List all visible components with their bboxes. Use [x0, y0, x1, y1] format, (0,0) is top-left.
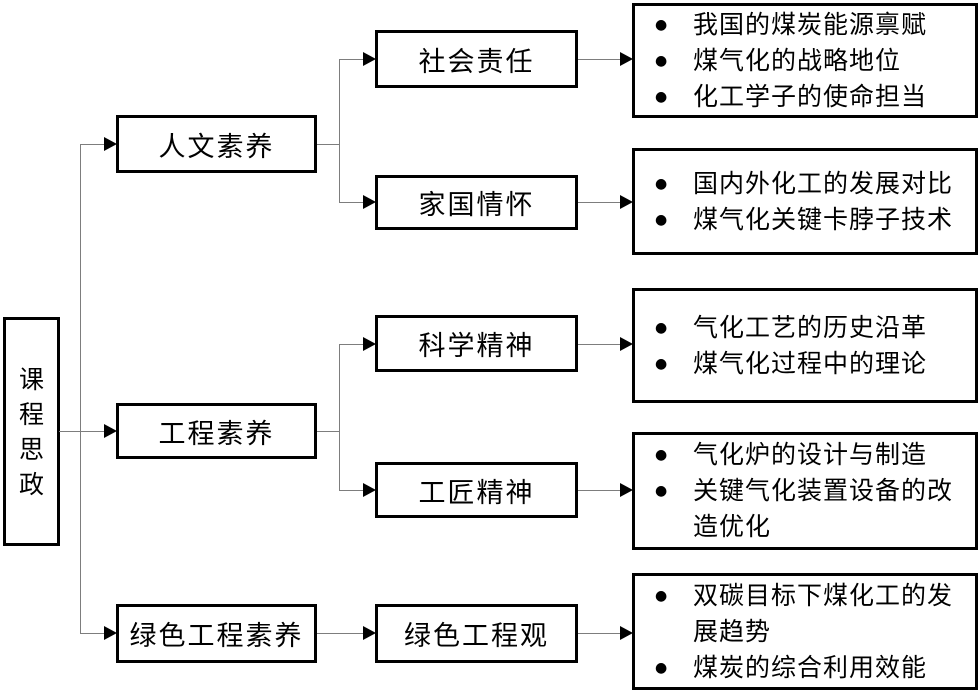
- list-item: ● 关键气化装置设备的改造优化: [655, 473, 967, 545]
- node-label: 家国情怀: [418, 190, 535, 221]
- bullet-text: 煤气化关键卡脖子技术: [693, 204, 954, 234]
- node-green-engineering-literacy: 绿色工程素养: [116, 604, 317, 663]
- connector-engineering-out: [317, 431, 340, 432]
- connector-green-literacy-to-view: [317, 633, 363, 634]
- bullet-icon: ●: [655, 211, 668, 228]
- bullet-icon: ●: [655, 88, 668, 105]
- connector-craftsman-to-detail: [578, 490, 620, 491]
- bullet-text: 关键气化装置设备的改造优化: [693, 476, 954, 541]
- node-scientific-spirit: 科学精神: [375, 315, 578, 372]
- node-family-country-sentiment: 家国情怀: [375, 175, 578, 230]
- list-item: ● 化工学子的使命担当: [655, 79, 967, 115]
- connector-to-scientific-spirit: [339, 344, 363, 345]
- bullet-icon: ●: [655, 16, 668, 33]
- connector-humanistic-out: [317, 144, 340, 145]
- connector-trunk-to-humanistic: [80, 144, 104, 145]
- list-item: ● 国内外化工的发展对比: [655, 166, 967, 202]
- connector-trunk-to-green: [80, 633, 104, 634]
- bullet-text: 化工学子的使命担当: [693, 81, 928, 111]
- node-label: 工程素养: [158, 418, 275, 450]
- connector-to-family-country: [339, 202, 363, 203]
- arrowhead-detail-5-icon: [620, 626, 633, 640]
- connector-family-to-detail: [578, 202, 620, 203]
- bullet-icon: ●: [655, 175, 668, 192]
- bullet-text: 气化炉的设计与制造: [693, 440, 928, 469]
- bullet-text: 我国的煤炭能源禀赋: [693, 9, 928, 39]
- arrowhead-engineering-icon: [104, 424, 117, 438]
- arrowhead-social-responsibility-icon: [363, 52, 376, 66]
- list-item: ● 双碳目标下煤化工的发展趋势: [655, 578, 967, 650]
- arrowhead-detail-2-icon: [620, 195, 633, 209]
- bullet-icon: ●: [655, 659, 668, 676]
- connector-social-to-detail: [578, 59, 620, 60]
- node-label: 科学精神: [418, 331, 535, 362]
- node-label: 人文素养: [158, 131, 275, 163]
- node-social-responsibility: 社会责任: [375, 30, 578, 88]
- node-label: 课程思政: [18, 364, 44, 499]
- bullet-text: 煤气化过程中的理论: [693, 348, 928, 378]
- bullet-icon: ●: [655, 483, 668, 499]
- list-item: ● 煤气化过程中的理论: [655, 346, 967, 382]
- node-craftsman-spirit: 工匠精神: [375, 462, 578, 518]
- node-label: 绿色工程观: [404, 621, 549, 652]
- node-engineering-literacy: 工程素养: [116, 403, 317, 459]
- bullet-text: 煤炭的综合利用效能: [693, 652, 928, 682]
- connector-engineering-branch-vertical: [339, 344, 340, 491]
- connector-to-craftsman-spirit: [339, 490, 363, 491]
- detail-box-craftsman-spirit: ● 气化炉的设计与制造 ● 关键气化装置设备的改造优化: [632, 432, 978, 550]
- node-label: 工匠精神: [418, 477, 535, 509]
- bullet-text: 双碳目标下煤化工的发展趋势: [693, 580, 954, 646]
- node-humanistic-literacy: 人文素养: [116, 115, 317, 173]
- list-item: ● 煤气化关键卡脖子技术: [655, 202, 967, 238]
- detail-box-scientific-spirit: ● 气化工艺的历史沿革 ● 煤气化过程中的理论: [632, 288, 978, 403]
- bullet-text: 国内外化工的发展对比: [693, 168, 954, 198]
- node-curriculum-ideology-politics: 课程思政: [3, 317, 60, 546]
- node-label: 绿色工程素养: [129, 621, 304, 652]
- node-green-engineering-view: 绿色工程观: [375, 604, 578, 663]
- detail-box-family-country-sentiment: ● 国内外化工的发展对比 ● 煤气化关键卡脖子技术: [632, 148, 978, 255]
- connector-trunk-vertical: [80, 144, 81, 633]
- arrowhead-green-view-icon: [363, 626, 376, 640]
- arrowhead-humanistic-icon: [104, 137, 117, 151]
- list-item: ● 气化工艺的历史沿革: [655, 310, 967, 346]
- list-item: ● 煤炭的综合利用效能: [655, 650, 967, 686]
- list-item: ● 我国的煤炭能源禀赋: [655, 7, 967, 43]
- detail-box-social-responsibility: ● 我国的煤炭能源禀赋 ● 煤气化的战略地位 ● 化工学子的使命担当: [632, 3, 978, 118]
- arrowhead-scientific-spirit-icon: [363, 337, 376, 351]
- node-label: 社会责任: [418, 46, 535, 78]
- bullet-text: 气化工艺的历史沿革: [693, 312, 928, 342]
- bullet-icon: ●: [655, 447, 668, 463]
- bullet-icon: ●: [655, 587, 668, 604]
- arrowhead-detail-3-icon: [620, 337, 633, 351]
- bullet-icon: ●: [655, 355, 668, 372]
- arrowhead-detail-1-icon: [620, 52, 633, 66]
- bullet-text: 煤气化的战略地位: [693, 45, 902, 75]
- list-item: ● 气化炉的设计与制造: [655, 437, 967, 473]
- arrowhead-family-country-icon: [363, 195, 376, 209]
- bullet-icon: ●: [655, 319, 668, 336]
- connector-greenview-to-detail: [578, 633, 620, 634]
- arrowhead-green-literacy-icon: [104, 626, 117, 640]
- connector-to-social-responsibility: [339, 59, 363, 60]
- list-item: ● 煤气化的战略地位: [655, 43, 967, 79]
- bullet-icon: ●: [655, 52, 668, 69]
- connector-humanistic-branch-vertical: [339, 59, 340, 203]
- arrowhead-detail-4-icon: [620, 483, 633, 497]
- connector-scientific-to-detail: [578, 344, 620, 345]
- detail-box-green-engineering-view: ● 双碳目标下煤化工的发展趋势 ● 煤炭的综合利用效能: [632, 573, 978, 690]
- arrowhead-craftsman-spirit-icon: [363, 483, 376, 497]
- connector-root-to-engineering: [59, 431, 104, 432]
